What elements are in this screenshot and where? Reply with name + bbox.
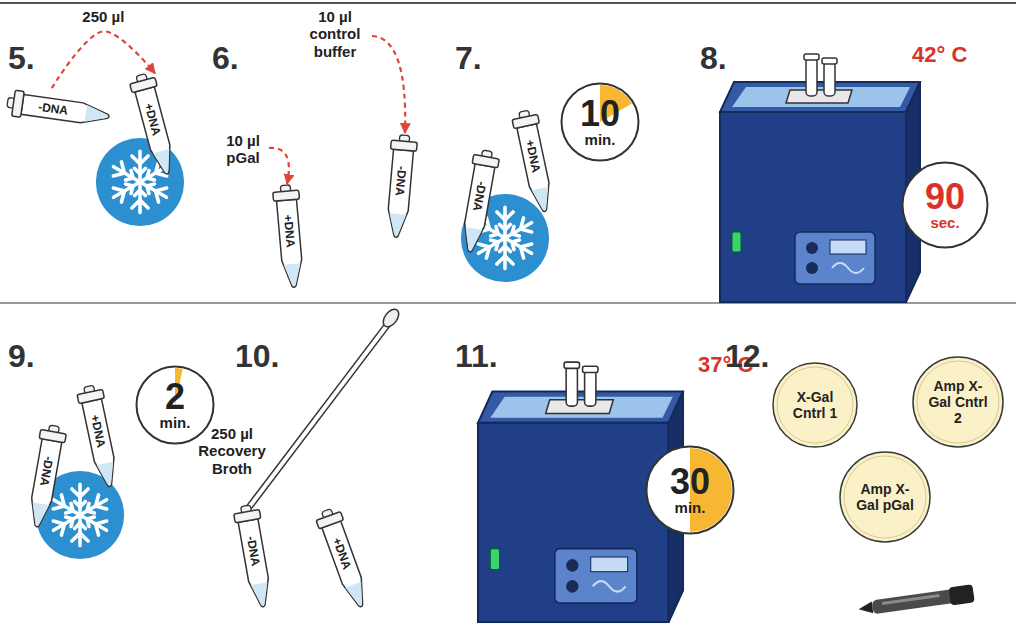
tube-liquid bbox=[284, 263, 303, 287]
timer-dial: 10min. bbox=[560, 82, 640, 162]
timer-value: 90 bbox=[925, 179, 965, 215]
plate-rim bbox=[840, 452, 930, 542]
tube-cap bbox=[39, 429, 66, 442]
microtube: -DNA bbox=[234, 509, 277, 612]
reagent-note: 10 µl control buffer bbox=[300, 8, 370, 60]
plate-agar bbox=[777, 367, 853, 443]
microtube: +DNA bbox=[316, 511, 375, 614]
plate-agar bbox=[844, 456, 926, 538]
step-number: 6. bbox=[212, 40, 239, 77]
timer-value: 30 bbox=[670, 464, 710, 500]
transfer-arrow bbox=[52, 31, 155, 88]
agar-plate: Amp X-Gal pGal bbox=[839, 451, 931, 543]
microtube: -DNA bbox=[383, 139, 418, 241]
timer-unit: sec. bbox=[930, 215, 959, 232]
microtube: -DNA bbox=[24, 429, 67, 532]
tube-body bbox=[517, 124, 555, 214]
step-number: 8. bbox=[700, 40, 727, 77]
plate-rim bbox=[913, 357, 1003, 447]
tube-cap bbox=[234, 509, 261, 522]
ice-symbol bbox=[96, 138, 184, 226]
agar-plate: Amp X-Gal Cntrl 2 bbox=[912, 356, 1004, 448]
microtube: +DNA bbox=[130, 76, 181, 179]
marker-pen bbox=[857, 584, 974, 618]
tube-cap bbox=[316, 512, 344, 529]
tube-cap bbox=[12, 90, 25, 117]
timer-dial: 90sec. bbox=[901, 161, 989, 249]
microtube: +DNA bbox=[77, 388, 123, 491]
tube-liquid bbox=[29, 502, 49, 527]
tube-liquid bbox=[153, 149, 175, 175]
microtube: -DNA bbox=[11, 90, 114, 130]
tube-liquid bbox=[388, 213, 407, 237]
divider-line bbox=[0, 2, 1016, 4]
step-number: 7. bbox=[455, 40, 482, 77]
water-bath bbox=[720, 54, 920, 302]
tube-liquid bbox=[97, 462, 118, 487]
plate-label: Amp X-Gal pGal bbox=[854, 481, 916, 513]
step-number: 10. bbox=[235, 338, 279, 375]
timer-face bbox=[562, 84, 639, 161]
pipetting-arrow bbox=[372, 36, 405, 133]
tube-cap bbox=[472, 154, 499, 167]
timer-dial: 30min. bbox=[645, 445, 735, 535]
timer-value: 10 bbox=[580, 96, 620, 132]
step-number: 5. bbox=[8, 40, 35, 77]
tube-cap bbox=[512, 114, 539, 128]
tube-body bbox=[27, 439, 62, 529]
step-number: 12. bbox=[725, 338, 769, 375]
timer-unit: min. bbox=[675, 500, 706, 517]
microtube: +DNA bbox=[512, 113, 558, 216]
tube-cap bbox=[130, 77, 157, 92]
step-number: 11. bbox=[455, 338, 498, 375]
tube-body bbox=[322, 521, 371, 610]
tube-liquid bbox=[345, 582, 368, 609]
pipetting-arrow bbox=[269, 148, 289, 184]
tube-body bbox=[21, 95, 110, 127]
tube-body bbox=[82, 399, 120, 489]
microtube: -DNA bbox=[457, 154, 500, 257]
tube-body bbox=[238, 519, 273, 609]
plate-label: Amp X-Gal Cntrl 2 bbox=[927, 378, 989, 426]
volume-label: 250 µl bbox=[80, 8, 126, 25]
timer-face bbox=[647, 447, 734, 534]
tube-liquid bbox=[85, 105, 109, 125]
plate-rim bbox=[773, 363, 857, 447]
agar-plate: X-Gal Cntrl 1 bbox=[772, 362, 858, 448]
timer-unit: min. bbox=[160, 415, 191, 432]
step-number: 9. bbox=[8, 338, 35, 375]
tube-cap bbox=[391, 140, 418, 151]
tube-liquid bbox=[462, 227, 482, 252]
tube-body bbox=[277, 199, 305, 288]
timer-value: 2 bbox=[165, 379, 185, 415]
tube-body bbox=[135, 87, 177, 177]
transfer-pipette bbox=[250, 306, 402, 506]
temperature-label: 42° C bbox=[912, 42, 967, 67]
tube-liquid bbox=[251, 582, 271, 607]
timer-face bbox=[903, 163, 988, 248]
plate-label: X-Gal Cntrl 1 bbox=[786, 389, 844, 421]
tube-body bbox=[386, 149, 414, 238]
timer-face bbox=[137, 367, 214, 444]
reagent-note: 250 µl Recovery Broth bbox=[192, 425, 272, 477]
reagent-note: 10 µl pGal bbox=[217, 132, 269, 167]
plate-agar bbox=[917, 361, 999, 443]
tube-liquid bbox=[532, 187, 553, 212]
tube-cap bbox=[273, 190, 300, 201]
microtube: +DNA bbox=[273, 189, 308, 291]
tube-body bbox=[460, 164, 495, 254]
timer-unit: min. bbox=[585, 132, 616, 149]
tube-cap bbox=[77, 389, 104, 403]
timer-dial: 2min. bbox=[135, 365, 215, 445]
